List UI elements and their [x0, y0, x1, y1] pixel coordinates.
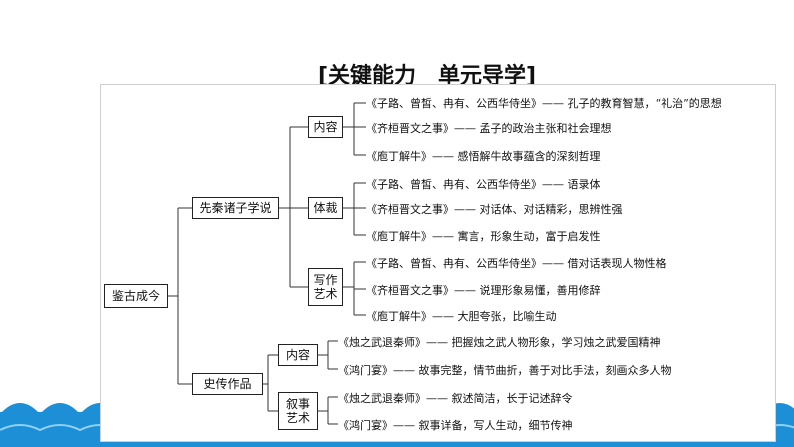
leaf-item: 《子路、曾皙、冉有、公西华侍坐》—— 语录体	[366, 176, 601, 192]
group-node-content: 内容	[308, 116, 343, 138]
branch-label: 史传作品	[203, 377, 251, 391]
root-node: 鉴古成今	[104, 284, 168, 308]
branch-node-shizhuan: 史传作品	[192, 373, 263, 395]
group-label: 体裁	[313, 201, 337, 215]
leaf-item: 《齐桓晋文之事》—— 孟子的政治主张和社会理想	[366, 120, 612, 136]
leaf-item: 《子路、曾皙、冉有、公西华侍坐》—— 借对话表现人物性格	[366, 255, 667, 271]
leaf-item: 《庖丁解牛》—— 寓言，形象生动，富于启发性	[366, 228, 601, 244]
group-node-writing-art: 写作艺术	[308, 268, 343, 306]
leaf-item: 《鸿门宴》—— 叙事详备，写人生动，细节传神	[338, 417, 573, 433]
group-label: 内容	[286, 348, 310, 362]
group-label: 内容	[313, 120, 337, 134]
group-node-genre: 体裁	[308, 197, 343, 219]
group-node-content-2: 内容	[278, 344, 318, 366]
leaf-item: 《庖丁解牛》—— 大胆夸张，比喻生动	[366, 308, 557, 324]
group-label: 叙事艺术	[285, 397, 311, 425]
leaf-item: 《齐桓晋文之事》—— 说理形象易懂，善用修辞	[366, 282, 601, 298]
branch-label: 先秦诸子学说	[199, 201, 271, 215]
leaf-item: 《子路、曾皙、冉有、公西华侍坐》—— 孔子的教育智慧，“礼治”的思想	[366, 95, 722, 111]
group-label: 写作艺术	[313, 273, 339, 301]
group-node-narrative-art: 叙事艺术	[278, 392, 318, 430]
branch-node-xianqin: 先秦诸子学说	[192, 197, 279, 219]
leaf-item: 《齐桓晋文之事》—— 对话体、对话精彩，思辨性强	[366, 201, 623, 217]
leaf-item: 《鸿门宴》—— 故事完整，情节曲折，善于对比手法，刻画众多人物	[338, 362, 672, 378]
leaf-item: 《庖丁解牛》—— 感悟解牛故事蕴含的深刻哲理	[366, 148, 601, 164]
root-label: 鉴古成今	[112, 289, 160, 303]
leaf-item: 《烛之武退秦师》—— 把握烛之武人物形象，学习烛之武爱国精神	[338, 334, 661, 350]
leaf-item: 《烛之武退秦师》—— 叙述简洁，长于记述辞令	[338, 390, 573, 406]
